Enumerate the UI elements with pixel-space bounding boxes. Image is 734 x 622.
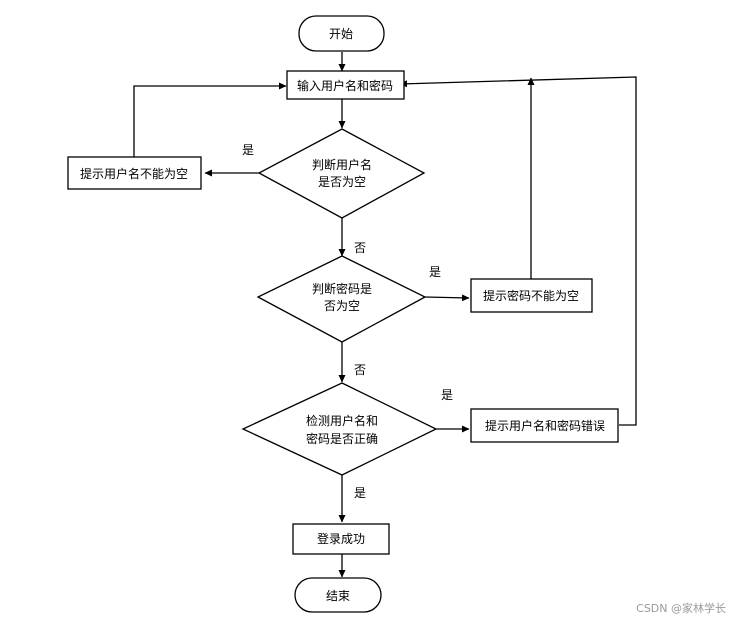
node-verify-label-2: 密码是否正确 bbox=[306, 431, 378, 446]
node-hint-pwd: 提示密码不能为空 bbox=[470, 278, 593, 313]
node-hint-user: 提示用户名不能为空 bbox=[67, 156, 202, 190]
edge-hint-error-back-to-input bbox=[399, 76, 637, 426]
label-verify-ok-yes: 是 bbox=[354, 486, 366, 500]
node-check-pwd: 判断密码是 否为空 bbox=[256, 255, 427, 343]
node-verify-label-1: 检测用户名和 bbox=[306, 413, 378, 428]
label-pwd-empty-yes: 是 bbox=[429, 265, 441, 279]
node-input: 输入用户名和密码 bbox=[286, 70, 405, 100]
node-success-label: 登录成功 bbox=[317, 531, 365, 546]
label-user-empty-yes: 是 bbox=[242, 143, 254, 157]
node-check-user: 判断用户名 是否为空 bbox=[257, 128, 426, 219]
edge-check-pwd-yes-to-hint bbox=[424, 294, 470, 302]
node-start-label: 开始 bbox=[329, 27, 353, 41]
node-check-pwd-label-2: 否为空 bbox=[324, 299, 360, 313]
node-end: 结束 bbox=[294, 577, 382, 613]
node-check-pwd-label-1: 判断密码是 bbox=[312, 281, 372, 296]
edges bbox=[133, 52, 637, 578]
node-hint-pwd-label: 提示密码不能为空 bbox=[483, 288, 579, 303]
node-start: 开始 bbox=[298, 15, 385, 52]
node-input-label: 输入用户名和密码 bbox=[297, 78, 393, 93]
edge-hint-user-back-to-input bbox=[133, 82, 287, 157]
node-check-user-label-1: 判断用户名 bbox=[312, 157, 372, 172]
node-hint-error: 提示用户名和密码错误 bbox=[470, 408, 619, 443]
watermark-text: CSDN @家林学长 bbox=[636, 601, 726, 615]
label-verify-wrong-yes: 是 bbox=[441, 388, 453, 402]
node-end-label: 结束 bbox=[326, 589, 350, 603]
node-check-user-label-2: 是否为空 bbox=[318, 175, 366, 189]
node-success: 登录成功 bbox=[292, 523, 390, 555]
label-pwd-empty-no: 否 bbox=[354, 363, 366, 377]
node-hint-error-label: 提示用户名和密码错误 bbox=[485, 418, 605, 433]
node-verify: 检测用户名和 密码是否正确 bbox=[241, 382, 438, 476]
node-hint-user-label: 提示用户名不能为空 bbox=[80, 166, 188, 181]
label-user-empty-no: 否 bbox=[354, 241, 366, 255]
